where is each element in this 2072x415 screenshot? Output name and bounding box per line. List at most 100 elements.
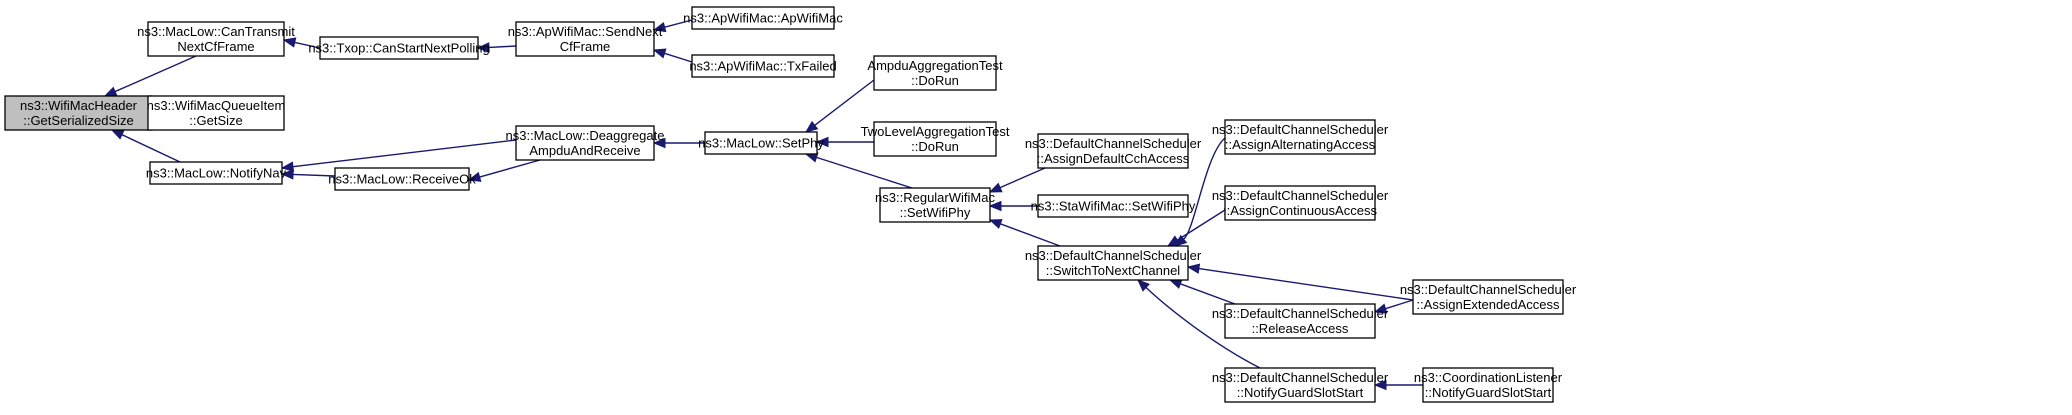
node-n15[interactable]: ns3::StaWifiMac::SetWifiPhy [1031, 194, 1196, 218]
edge-arrowhead [1166, 235, 1181, 247]
node-box [1224, 119, 1376, 155]
node-n8[interactable]: ns3::ApWifiMac::ApWifiMac [683, 6, 843, 30]
node-n9[interactable]: ns3::ApWifiMac::TxFailed [689, 54, 837, 78]
node-label: ::AssignContinuousAccess [1223, 203, 1377, 218]
edge-line [121, 134, 181, 163]
node-n21[interactable]: ns3::DefaultChannelScheduler::AssignExte… [1400, 279, 1577, 315]
edge-line [1145, 287, 1261, 369]
node-box [1224, 185, 1376, 221]
edge-line [1176, 209, 1226, 241]
edge-line [1198, 267, 1414, 301]
node-label: ::AssignAlternatingAccess [1225, 137, 1376, 152]
node-n13[interactable]: ns3::RegularWifiMac::SetWifiPhy [875, 187, 995, 223]
node-label: ::AssignExtendedAccess [1416, 297, 1560, 312]
edge-arrowhead [652, 22, 667, 33]
edge-arrowhead [467, 171, 482, 182]
node-box [1224, 367, 1376, 403]
node-label: ns3::Txop::CanStartNextPolling [308, 41, 489, 56]
edge-arrowhead [1137, 279, 1150, 292]
node-n18[interactable]: ns3::DefaultChannelScheduler::AssignCont… [1212, 185, 1389, 221]
node-label: ns3::MacLow::Deaggregate [506, 128, 665, 143]
edge-line [1385, 299, 1414, 310]
edge-n21-n19 [1373, 299, 1414, 314]
node-label: ns3::ApWifiMac::SendNext [508, 24, 663, 39]
node-box [691, 54, 835, 78]
node-box [879, 187, 991, 223]
node-label: ::DoRun [911, 73, 959, 88]
node-n0[interactable]: ns3::WifiMacHeader::GetSerializedSize [4, 95, 153, 131]
edge-line [999, 167, 1046, 189]
node-label: AmpduAndReceive [529, 143, 640, 158]
node-n19[interactable]: ns3::DefaultChannelScheduler::ReleaseAcc… [1212, 303, 1389, 339]
node-label: ns3::DefaultChannelScheduler [1025, 136, 1202, 151]
edge-line [664, 52, 693, 63]
node-n20[interactable]: ns3::DefaultChannelScheduler::NotifyGuar… [1212, 367, 1389, 403]
node-n17[interactable]: ns3::DefaultChannelScheduler::AssignAlte… [1212, 119, 1389, 155]
edge-n13-n10 [804, 152, 913, 189]
node-label: ::AssignDefaultCchAccess [1037, 151, 1190, 166]
edge-arrowhead [804, 120, 819, 133]
edge-arrowhead [280, 161, 295, 172]
node-n14[interactable]: ns3::DefaultChannelScheduler::AssignDefa… [1025, 133, 1202, 169]
node-label: ::NotifyGuardSlotStart [1237, 385, 1364, 400]
node-n2[interactable]: ns3::WifiMacQueueItem::GetSize [147, 95, 286, 131]
edge-n22-n20 [1373, 379, 1423, 391]
node-label: ::GetSerializedSize [23, 113, 134, 128]
node-n11[interactable]: AmpduAggregationTest::DoRun [867, 55, 1003, 91]
edge-line [292, 173, 336, 177]
edge-arrowhead [652, 48, 667, 59]
node-label: ns3::StaWifiMac::SetWifiPhy [1031, 199, 1196, 214]
node-box [873, 55, 997, 91]
node-label: ns3::ApWifiMac::ApWifiMac [683, 11, 843, 26]
edge-line [1180, 283, 1236, 305]
node-label: ns3::DefaultChannelScheduler [1025, 248, 1202, 263]
node-n10[interactable]: ns3::MacLow::SetPhy [698, 131, 824, 155]
edge-n16-n13 [988, 219, 1061, 247]
node-label: ns3::MacLow::ReceiveOk [328, 172, 476, 187]
edge-arrowhead [652, 137, 666, 149]
node-n22[interactable]: ns3::CoordinationListener::NotifyGuardSl… [1414, 367, 1563, 403]
edge-n18-n16 [1166, 209, 1226, 247]
edge-line [1000, 223, 1061, 247]
edge-n14-n13 [988, 167, 1046, 193]
node-n12[interactable]: TwoLevelAggregationTest::DoRun [861, 121, 1010, 157]
edge-line [114, 55, 197, 93]
edge-arrowhead [1373, 379, 1387, 391]
node-box [1037, 133, 1189, 169]
node-label: AmpduAggregationTest [867, 58, 1003, 73]
edge-n6-n4 [476, 42, 517, 53]
edge-line [816, 156, 913, 189]
edge-n8-n6 [652, 19, 693, 33]
edge-n12-n10 [815, 136, 874, 148]
node-label: ::SetWifiPhy [900, 205, 971, 220]
node-label: NextCfFrame [177, 39, 254, 54]
edge-n11-n10 [804, 79, 875, 133]
node-label: ns3::MacLow::CanTransmit [137, 24, 295, 39]
node-label: ns3::DefaultChannelScheduler [1212, 370, 1389, 385]
edge-arrowhead [282, 37, 297, 48]
node-label: ::GetSize [189, 113, 242, 128]
edge-line [488, 45, 517, 49]
node-label: ns3::RegularWifiMac [875, 190, 995, 205]
node-n5[interactable]: ns3::MacLow::ReceiveOk [328, 167, 476, 191]
node-box [515, 21, 655, 57]
node-box [1037, 245, 1189, 281]
edge-line [814, 79, 875, 126]
node-box [873, 121, 997, 157]
node-label: ::DoRun [911, 139, 959, 154]
edge-n1-n0 [103, 55, 197, 97]
edge-line [664, 19, 693, 28]
edge-n19-n16 [1168, 279, 1236, 305]
node-box [1224, 303, 1376, 339]
node-box [515, 125, 655, 161]
node-n3[interactable]: ns3::MacLow::NotifyNav [146, 161, 287, 185]
node-n16[interactable]: ns3::DefaultChannelScheduler::SwitchToNe… [1025, 245, 1202, 281]
node-label: ns3::ApWifiMac::TxFailed [689, 59, 836, 74]
edge-n20-n16 [1137, 279, 1261, 369]
node-label: ::SwitchToNextChannel [1046, 263, 1181, 278]
node-n4[interactable]: ns3::Txop::CanStartNextPolling [308, 36, 490, 60]
node-label: ns3::DefaultChannelScheduler [1212, 306, 1389, 321]
